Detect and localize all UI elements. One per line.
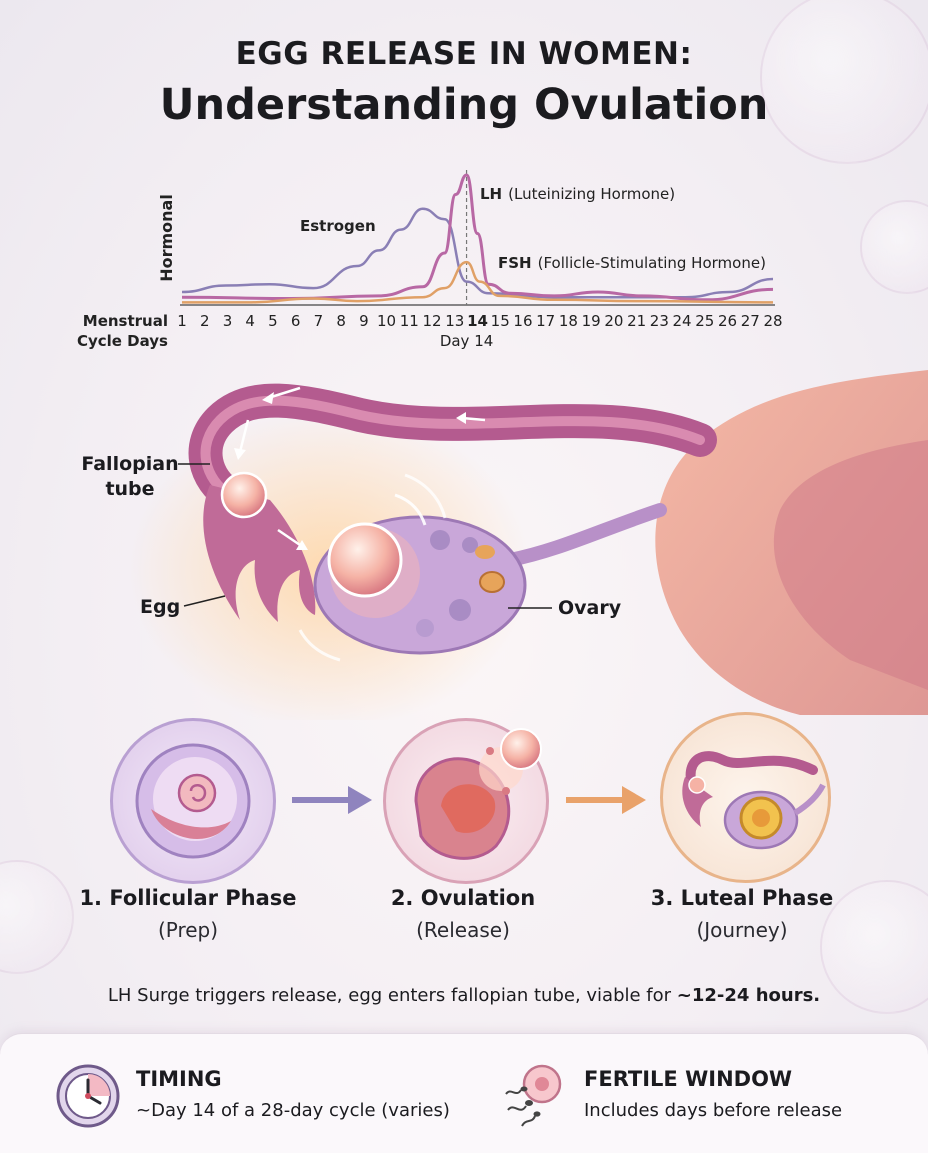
phase-2-subtitle: (Release) <box>416 918 510 942</box>
y-axis-label: Hormonal <box>157 194 176 282</box>
release-wave <box>298 629 341 662</box>
x-tick-label: 1 <box>177 312 187 330</box>
x-tick-label: 3 <box>223 312 233 330</box>
series-line-estrogen <box>181 207 774 299</box>
x-tick-label: 16 <box>513 312 532 330</box>
x-tick-label: 6 <box>291 312 301 330</box>
x-tick-label: 15 <box>491 312 510 330</box>
background-cell <box>0 860 74 974</box>
x-tick-label: 19 <box>582 312 601 330</box>
fallopian-tube-inner <box>200 395 705 500</box>
released-egg <box>327 522 403 598</box>
phase-2-title: 2. Ovulation <box>390 886 536 910</box>
flow-arrow-head <box>456 412 466 424</box>
egg-in-tube <box>220 471 268 519</box>
lh-series-label: LH(Luteinizing Hormone) <box>480 185 675 203</box>
summary-main: LH Surge triggers release, egg enters fa… <box>107 985 677 1006</box>
phase-arrow-1 <box>292 786 372 814</box>
phase-arrow-2 <box>566 786 646 814</box>
follicle <box>462 537 478 553</box>
summary-bold: ~12-24 hours. <box>676 985 821 1006</box>
follicular-phase-circle <box>110 718 276 884</box>
x-tick-label: 27 <box>741 312 760 330</box>
x-tick-label: 20 <box>604 312 623 330</box>
phase-1-title: 1. Follicular Phase <box>79 886 297 910</box>
uterus-inner <box>773 440 928 690</box>
x-tick-label: 7 <box>314 312 324 330</box>
phase-3-title: 3. Luteal Phase <box>650 886 834 910</box>
series-line-fsh <box>181 260 774 304</box>
fertile-window-title: FERTILE WINDOW <box>584 1067 793 1091</box>
follicle-illustration <box>135 743 251 859</box>
phase-1-subtitle: (Prep) <box>157 918 219 942</box>
page-title: Understanding Ovulation <box>159 80 769 130</box>
ovulation-illustration <box>414 728 542 860</box>
phase-3-subtitle: (Journey) <box>696 918 788 942</box>
flow-arrow <box>267 386 301 400</box>
flow-arrow-head <box>296 540 308 550</box>
title-line-1: EGG RELEASE IN WOMEN: <box>235 36 693 72</box>
x-axis-label-line2: Cycle Days <box>77 332 168 350</box>
fsh-series-label: FSH(Follicle-Stimulating Hormone) <box>498 254 766 272</box>
x-axis-label-line1: Menstrual <box>83 312 168 330</box>
fertile-window-text: Includes days before release <box>584 1100 843 1121</box>
flow-arrow-head <box>262 392 274 404</box>
x-tick-label: 9 <box>359 312 369 330</box>
estrogen-series-label: Estrogen <box>300 217 376 235</box>
ovary-label: Ovary <box>558 597 622 619</box>
x-tick-label: 26 <box>718 312 737 330</box>
flow-arrow <box>238 419 250 453</box>
x-tick-label: 5 <box>268 312 278 330</box>
x-tick-label: 8 <box>336 312 346 330</box>
x-tick-label: 4 <box>245 312 255 330</box>
ovarian-ligament <box>503 503 667 567</box>
x-tick-label: 23 <box>650 312 669 330</box>
summary-text: LH Surge triggers release, egg enters fa… <box>0 985 928 1006</box>
luteal-phase-circle <box>660 712 831 883</box>
release-wave <box>404 473 447 519</box>
luteal-illustration <box>682 751 826 850</box>
series-line-lh <box>181 173 774 302</box>
hormone-chart: Hormonal Estrogen LH(Luteinizing Hormone… <box>77 170 783 350</box>
x-tick-label: 2 <box>200 312 210 330</box>
x-tick-label: 10 <box>377 312 396 330</box>
timing-text: ~Day 14 of a 28-day cycle (varies) <box>136 1100 450 1121</box>
clock-icon <box>56 1064 120 1128</box>
x-tick-label: 25 <box>695 312 714 330</box>
egg-pointer <box>183 595 226 607</box>
corpus-luteum <box>479 571 505 593</box>
follicle <box>430 530 450 550</box>
fallopian-tube-label: Fallopian tube <box>81 453 179 500</box>
x-tick-label: 14 <box>467 312 488 330</box>
corpus-luteum <box>475 545 495 559</box>
x-tick-label: 28 <box>763 312 782 330</box>
sperm-egg-icon <box>505 1064 562 1127</box>
flow-arrow <box>277 528 301 547</box>
x-tick-label: 13 <box>445 312 464 330</box>
fimbriae <box>203 485 316 622</box>
timing-title: TIMING <box>136 1067 222 1091</box>
follicle <box>416 619 434 637</box>
x-tick-label: 17 <box>536 312 555 330</box>
ovulation-circle <box>383 718 549 884</box>
x-tick-label: 21 <box>627 312 646 330</box>
background-cell <box>860 200 928 294</box>
info-panel: TIMING ~Day 14 of a 28-day cycle (varies… <box>0 1033 928 1153</box>
x-tick-label: 11 <box>400 312 419 330</box>
day-14-label: Day 14 <box>440 332 493 350</box>
anatomy-illustration <box>130 370 928 720</box>
x-tick-label: 24 <box>673 312 692 330</box>
x-tick-label: 12 <box>422 312 441 330</box>
follicle <box>449 599 471 621</box>
egg-label: Egg <box>140 596 181 618</box>
flow-arrow-head <box>234 448 246 460</box>
x-tick-label: 18 <box>559 312 578 330</box>
release-wave <box>394 493 427 526</box>
background-cell <box>760 0 928 164</box>
